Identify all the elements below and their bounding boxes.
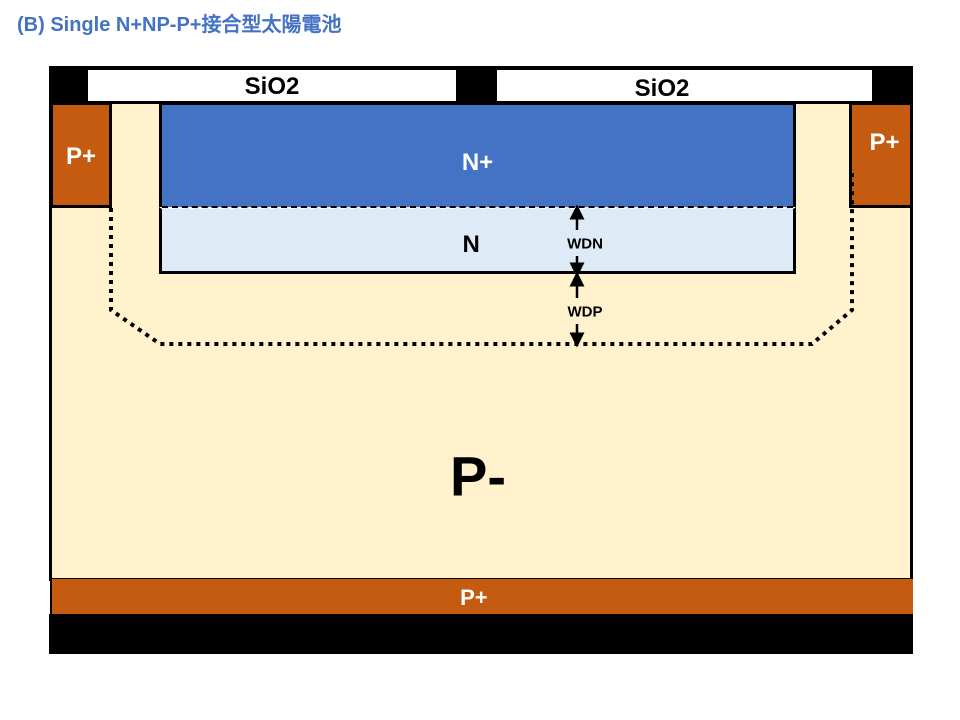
sio2-right: SiO2 xyxy=(497,70,872,102)
depletion-boundary-line xyxy=(109,172,854,346)
bottom-metal-contact xyxy=(49,614,913,654)
p-plus-bottom-label: P+ xyxy=(460,585,488,611)
sio2-right-label: SiO2 xyxy=(634,74,690,102)
n-plus-region: N+ xyxy=(159,102,796,208)
p-plus-bottom: P+ xyxy=(50,579,913,615)
p-plus-right-label: P+ xyxy=(869,129,900,156)
n-label: N xyxy=(462,230,480,258)
n-plus-label: N+ xyxy=(461,148,494,176)
n-region: N xyxy=(159,207,796,274)
sio2-left: SiO2 xyxy=(88,70,456,102)
sio2-left-label: SiO2 xyxy=(244,73,300,101)
p-plus-left: P+ xyxy=(50,102,112,208)
n-plus-n-junction-line xyxy=(162,206,793,208)
p-minus-label: P- xyxy=(450,444,506,508)
p-plus-left-label: P+ xyxy=(65,143,97,170)
wdn-label: WDN xyxy=(567,235,603,253)
slide-title: (B) Single N+NP-P+接合型太陽電池 xyxy=(17,14,342,36)
wdp-label: WDP xyxy=(567,303,603,321)
p-plus-right: P+ xyxy=(849,102,913,208)
